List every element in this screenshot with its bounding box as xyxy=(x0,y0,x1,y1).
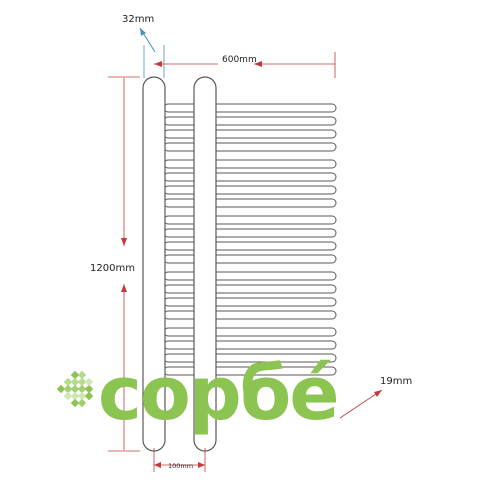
rail-group xyxy=(163,103,337,376)
logo-mosaic-square xyxy=(70,398,80,408)
horizontal-rail xyxy=(163,116,337,126)
tube-diameter-arrowhead xyxy=(140,28,146,36)
logo-mosaic-square xyxy=(56,384,66,394)
horizontal-rail xyxy=(163,271,337,281)
horizontal-rail xyxy=(163,228,337,238)
spacing-label: 100mm xyxy=(168,462,193,470)
logo-mosaic-square xyxy=(77,377,87,387)
horizontal-rail xyxy=(163,103,337,113)
logo-mosaic-square xyxy=(77,391,87,401)
logo-mosaic-icon xyxy=(56,370,94,408)
logo-mosaic-square xyxy=(77,370,87,380)
horizontal-rail xyxy=(163,327,337,337)
horizontal-rail xyxy=(163,185,337,195)
height-arrowhead-bottom xyxy=(121,284,127,292)
rail-diameter-arrowhead xyxy=(374,390,382,397)
logo-mosaic-square xyxy=(70,384,80,394)
height-arrowhead-top xyxy=(121,238,127,246)
horizontal-rail xyxy=(163,254,337,264)
logo-mosaic-square xyxy=(70,391,80,401)
horizontal-rail xyxy=(163,284,337,294)
width-arrowhead-left xyxy=(154,61,162,67)
logo-mosaic-square xyxy=(63,391,73,401)
horizontal-rail xyxy=(163,215,337,225)
width-label: 600mm xyxy=(222,55,257,65)
horizontal-rail xyxy=(163,340,337,350)
horizontal-rail xyxy=(163,310,337,320)
horizontal-rail xyxy=(163,241,337,251)
logo-text: сорбé xyxy=(98,351,338,437)
horizontal-rail xyxy=(163,172,337,182)
tube-diameter-label: 32mm xyxy=(122,14,154,25)
spacing-arrowhead-right xyxy=(198,462,205,468)
logo-mosaic-square xyxy=(70,377,80,387)
rail-diameter-label: 19mm xyxy=(380,376,412,387)
horizontal-rail xyxy=(163,297,337,307)
height-label: 1200mm xyxy=(90,263,135,274)
rail-diameter-arrow xyxy=(339,389,383,419)
horizontal-rail xyxy=(163,129,337,139)
logo-mosaic-square xyxy=(84,391,94,401)
logo-mosaic-square xyxy=(63,384,73,394)
logo-mosaic-square xyxy=(63,377,73,387)
horizontal-rail xyxy=(163,159,337,169)
horizontal-rail xyxy=(163,142,337,152)
logo-mosaic-square xyxy=(84,377,94,387)
width-arrowhead-right xyxy=(254,61,262,67)
logo-mosaic-square xyxy=(77,384,87,394)
logo-mosaic-square xyxy=(70,370,80,380)
horizontal-rail xyxy=(163,198,337,208)
logo-mosaic-square xyxy=(84,384,94,394)
spacing-arrowhead-left xyxy=(154,462,161,468)
logo-mosaic-square xyxy=(77,398,87,408)
